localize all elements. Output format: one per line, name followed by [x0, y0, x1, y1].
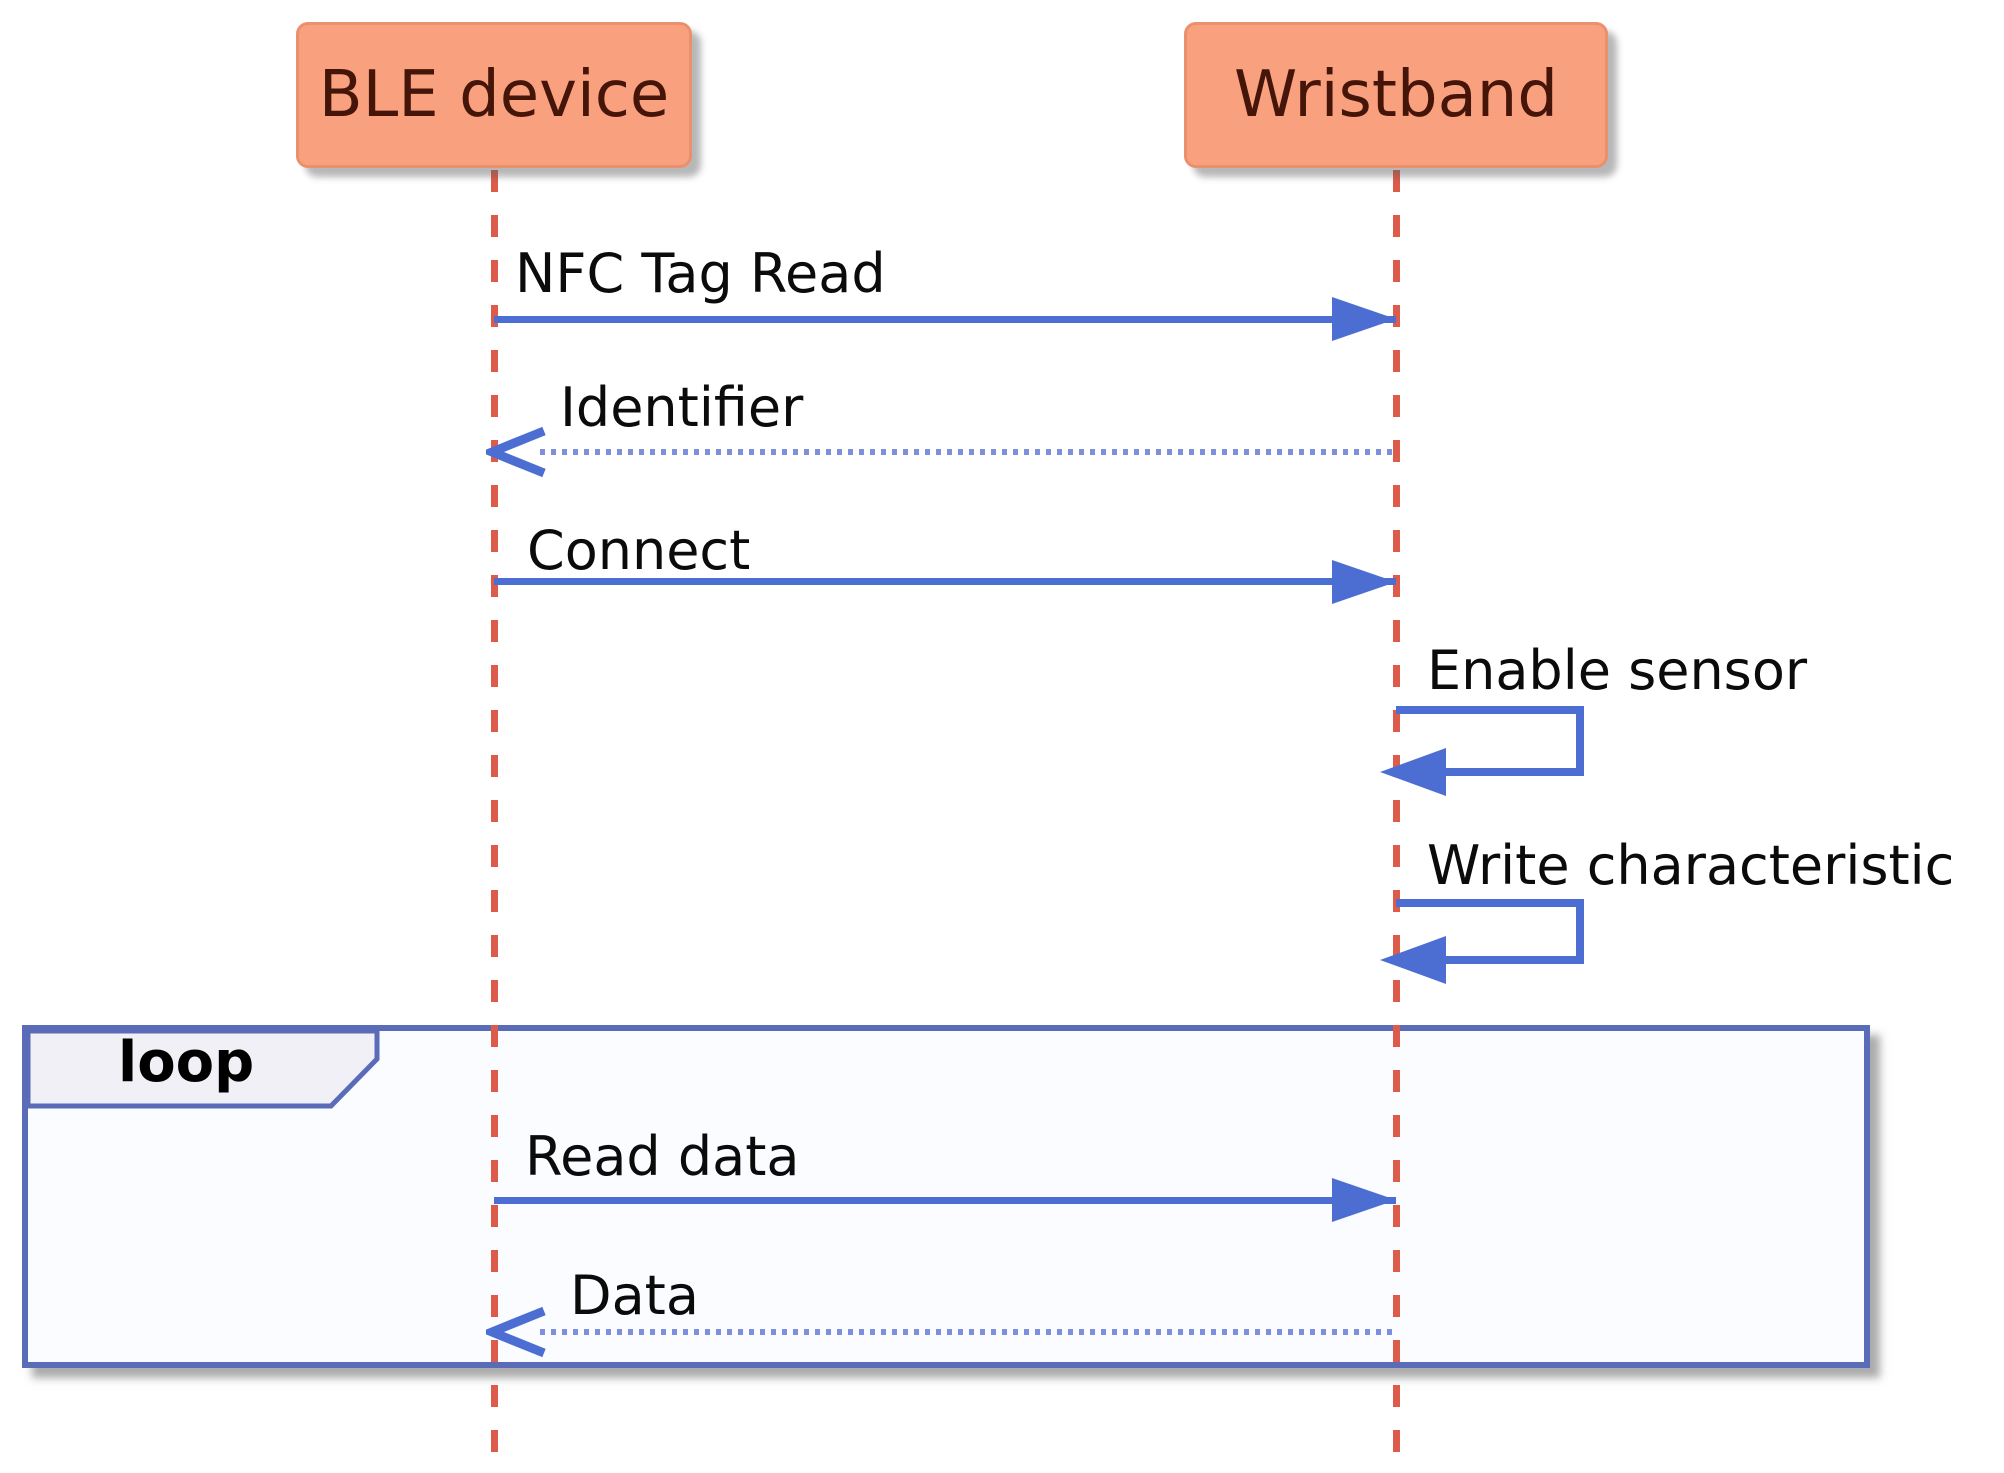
participant-wristband: Wristband [1184, 22, 1608, 168]
message-label-identifier: Identifier [560, 376, 804, 439]
filled-arrowhead-right-icon [1332, 297, 1396, 341]
loop-fragment-header [25, 1028, 380, 1109]
filled-arrowhead-right-icon [1332, 560, 1396, 604]
self-message-loop-enable-sensor [1396, 706, 1584, 776]
message-label-data: Data [570, 1264, 699, 1327]
participant-wristband-label: Wristband [1234, 58, 1558, 132]
message-line-nfc-tag-read [494, 316, 1396, 323]
self-message-loop-write-characteristic [1396, 899, 1584, 964]
lifeline-ble-device [491, 170, 498, 1455]
filled-arrowhead-right-icon [1332, 1178, 1396, 1222]
filled-arrowhead-left-icon [1380, 936, 1446, 984]
loop-operator-label: loop [118, 1030, 255, 1095]
message-line-data [540, 1329, 1396, 1335]
lifeline-wristband [1393, 170, 1400, 1455]
message-line-read-data [494, 1197, 1396, 1204]
loop-header-pentagon [25, 1028, 380, 1109]
open-arrowhead-left-icon [486, 426, 546, 478]
message-label-read-data: Read data [525, 1125, 800, 1188]
filled-arrowhead-left-icon [1380, 748, 1446, 796]
participant-ble-device: BLE device [296, 22, 692, 168]
message-label-connect: Connect [527, 519, 751, 582]
message-line-identifier [540, 449, 1396, 455]
message-label-nfc-tag-read: NFC Tag Read [515, 242, 886, 305]
message-line-connect [494, 578, 1396, 585]
open-arrowhead-left-icon [486, 1306, 546, 1358]
message-label-enable-sensor: Enable sensor [1427, 639, 1808, 702]
message-label-write-characteristic: Write characteristic [1427, 834, 1955, 897]
participant-ble-device-label: BLE device [318, 58, 670, 132]
